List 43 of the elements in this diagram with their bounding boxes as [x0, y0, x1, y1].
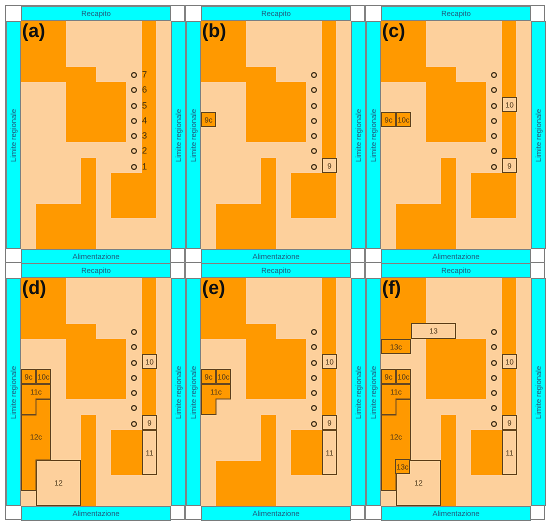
point-number: 3 — [142, 132, 148, 140]
boundary-band — [171, 278, 186, 506]
boundary-band — [366, 21, 381, 249]
boundary-band — [21, 263, 171, 278]
boundary-band — [381, 6, 531, 21]
panel-frame — [365, 262, 545, 520]
boundary-band — [201, 506, 351, 521]
boundary-band — [6, 21, 21, 249]
boundary-band — [531, 278, 546, 506]
panel-heading: (c) — [382, 22, 406, 41]
panel-frame — [185, 262, 365, 520]
boundary-band — [186, 21, 201, 249]
point-number: 5 — [142, 102, 148, 110]
point-number: 6 — [142, 86, 148, 94]
boundary-band — [381, 249, 531, 264]
boundary-band — [381, 506, 531, 521]
boundary-band — [186, 278, 201, 506]
boundary-band — [381, 263, 531, 278]
boundary-band — [351, 21, 366, 249]
boundary-band — [201, 249, 351, 264]
panel-heading: (f) — [382, 279, 401, 298]
point-number: 1 — [142, 162, 148, 172]
boundary-band — [531, 21, 546, 249]
boundary-band — [171, 21, 186, 249]
panel-frame — [5, 262, 185, 520]
panel-frame — [185, 5, 365, 263]
boundary-band — [201, 6, 351, 21]
boundary-band — [201, 263, 351, 278]
point-number: 4 — [142, 116, 148, 126]
panel-frame — [5, 5, 185, 263]
boundary-band — [21, 6, 171, 21]
boundary-band — [351, 278, 366, 506]
boundary-band — [6, 278, 21, 506]
panel-heading: (e) — [202, 279, 226, 298]
panel-heading: (b) — [202, 22, 226, 41]
point-number: 2 — [142, 146, 148, 156]
panel-heading: (a) — [22, 22, 46, 41]
panel-heading: (d) — [22, 279, 46, 298]
boundary-band — [366, 278, 381, 506]
panel-frame — [365, 5, 545, 263]
boundary-band — [21, 249, 171, 264]
boundary-band — [21, 506, 171, 521]
point-number: 7 — [142, 70, 148, 80]
